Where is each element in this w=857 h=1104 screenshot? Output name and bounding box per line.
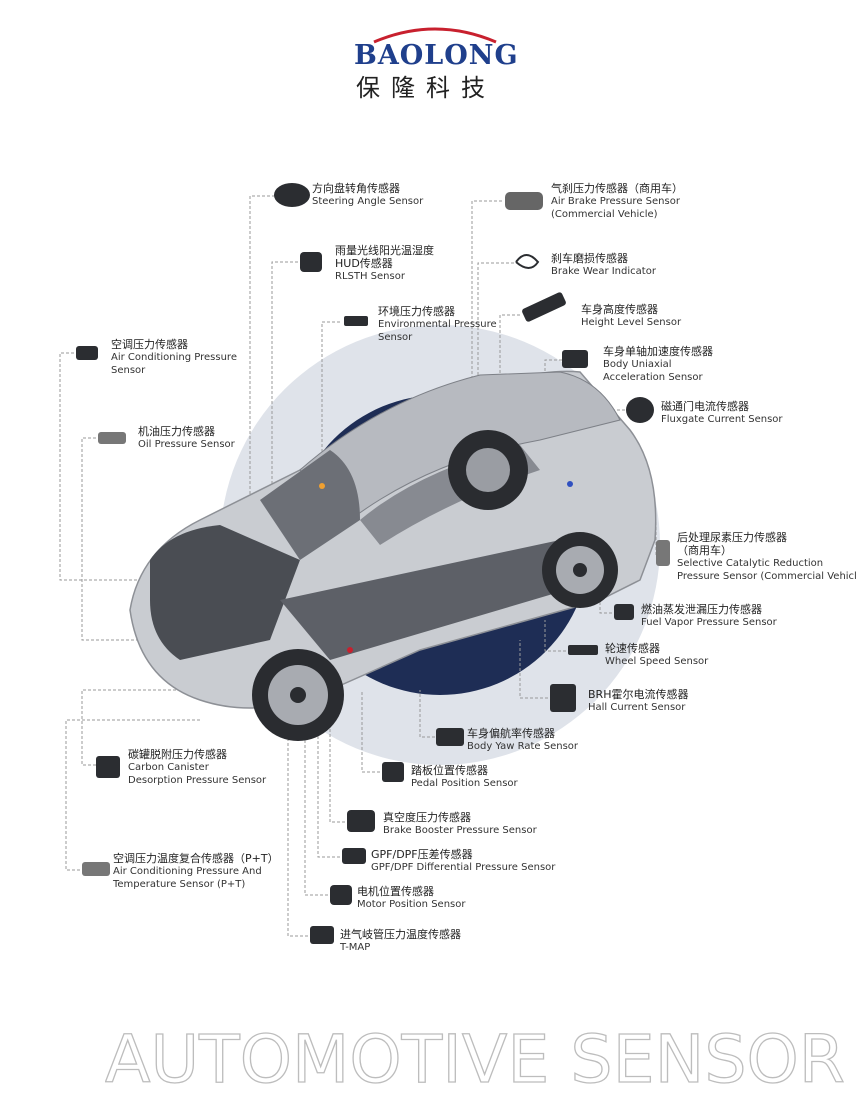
hall-sensor-icon bbox=[550, 684, 576, 712]
environmental-sensor-icon bbox=[344, 316, 368, 326]
label-air-brake: 气刹压力传感器（商用车）Air Brake Pressure Sensor(Co… bbox=[551, 182, 683, 220]
chassis bbox=[280, 540, 600, 660]
steering-sensor-icon bbox=[274, 183, 310, 207]
yaw-sensor-icon bbox=[436, 728, 464, 746]
canister-sensor-icon bbox=[96, 756, 120, 778]
gpf-sensor-icon bbox=[342, 848, 366, 864]
sensor-icons bbox=[76, 183, 670, 944]
motor-sensor-icon bbox=[330, 885, 352, 905]
label-scr: 后处理尿素压力传感器（商用车）Selective Catalytic Reduc… bbox=[677, 531, 857, 582]
logo-arc-icon bbox=[373, 27, 497, 44]
tmap-sensor-icon bbox=[310, 926, 334, 944]
brand-logo: BAOLONG 保隆科技 bbox=[340, 18, 520, 102]
fluxgate-sensor-icon bbox=[626, 397, 654, 423]
oil-pressure-sensor-icon bbox=[98, 432, 126, 444]
car-illustration bbox=[129, 370, 657, 741]
engine-bay bbox=[150, 525, 300, 660]
leader-lines bbox=[59, 195, 666, 937]
ac-pressure-sensor-icon bbox=[76, 346, 98, 360]
windshield bbox=[260, 450, 360, 560]
fuel-vapor-sensor-icon bbox=[614, 604, 634, 620]
logo-wordmark: BAOLONG bbox=[354, 40, 519, 71]
wheel-speed-sensor-icon bbox=[568, 645, 598, 655]
scr-sensor-icon bbox=[656, 540, 670, 566]
pedal-sensor-icon bbox=[382, 762, 404, 782]
brake-wear-sensor-icon bbox=[515, 254, 540, 269]
air-brake-sensor-icon bbox=[505, 192, 543, 210]
ac-pt-sensor-icon bbox=[82, 862, 110, 876]
footer-title: AUTOMOTIVE SENSOR bbox=[105, 1020, 846, 1092]
footer-title-text: AUTOMOTIVE SENSOR bbox=[105, 1021, 845, 1092]
logo-chinese-name: 保隆科技 bbox=[356, 74, 496, 102]
label-ac-pt: 空调压力温度复合传感器（P+T）Air Conditioning Pressur… bbox=[113, 852, 279, 890]
height-sensor-icon bbox=[522, 292, 566, 322]
booster-sensor-icon bbox=[347, 810, 375, 832]
uniaxial-sensor-icon bbox=[562, 350, 588, 368]
rlsth-sensor-icon bbox=[300, 252, 322, 272]
